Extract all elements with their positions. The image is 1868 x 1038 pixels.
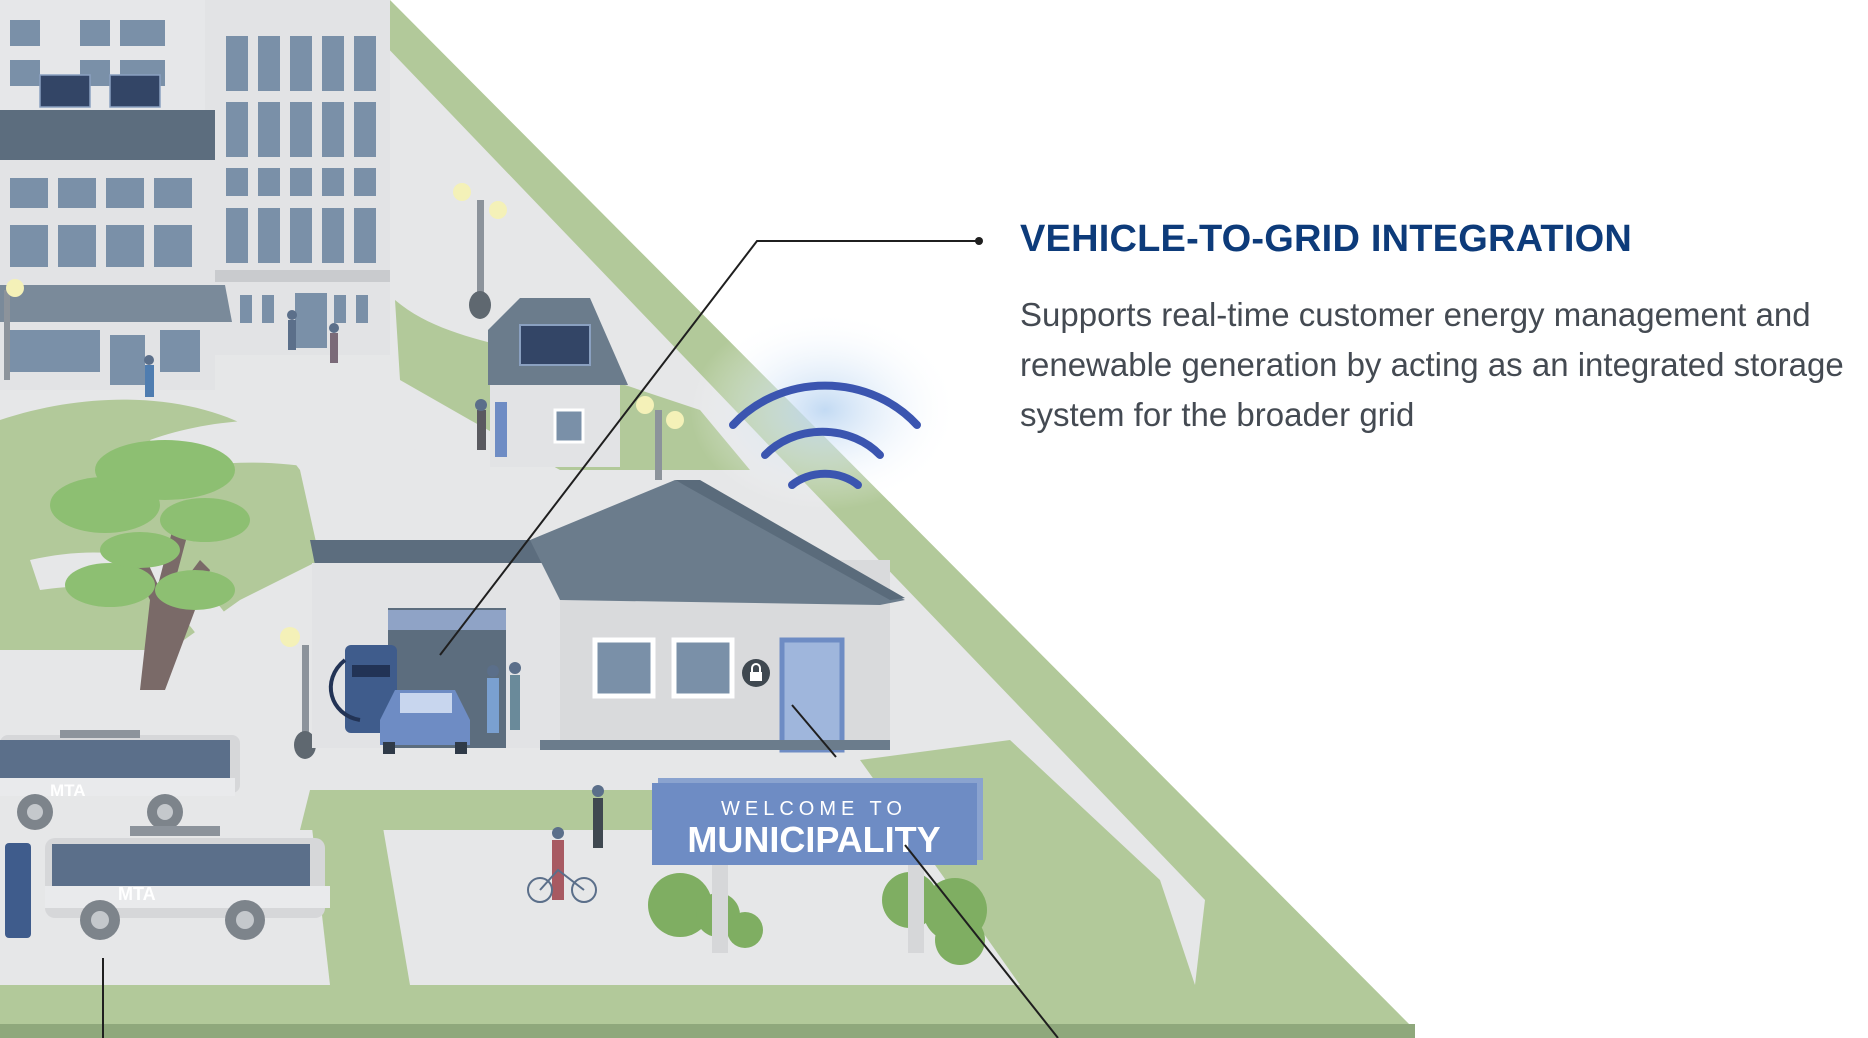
house-with-garage bbox=[310, 480, 905, 754]
wifi-signal-icon bbox=[690, 310, 960, 510]
bus-top-label: MTA bbox=[50, 781, 86, 800]
sign-line-1: WELCOME TO bbox=[721, 798, 907, 820]
bus-bottom: MTA bbox=[5, 826, 330, 940]
apartment-buildings bbox=[0, 0, 390, 390]
sign-line-2: MUNICIPALITY bbox=[687, 819, 940, 860]
welcome-sign: WELCOME TO MUNICIPALITY bbox=[648, 778, 987, 965]
leader-lines bbox=[102, 237, 1059, 1038]
bus-bottom-label: MTA bbox=[118, 884, 156, 904]
people bbox=[144, 310, 604, 903]
small-house bbox=[488, 298, 628, 467]
callout-title: VEHICLE-TO-GRID INTEGRATION bbox=[1020, 218, 1632, 260]
callout-description: Supports real-time customer energy manag… bbox=[1020, 296, 1844, 433]
street-lamps bbox=[4, 183, 684, 759]
bus-top: MTA bbox=[0, 730, 240, 830]
tree bbox=[50, 440, 250, 690]
